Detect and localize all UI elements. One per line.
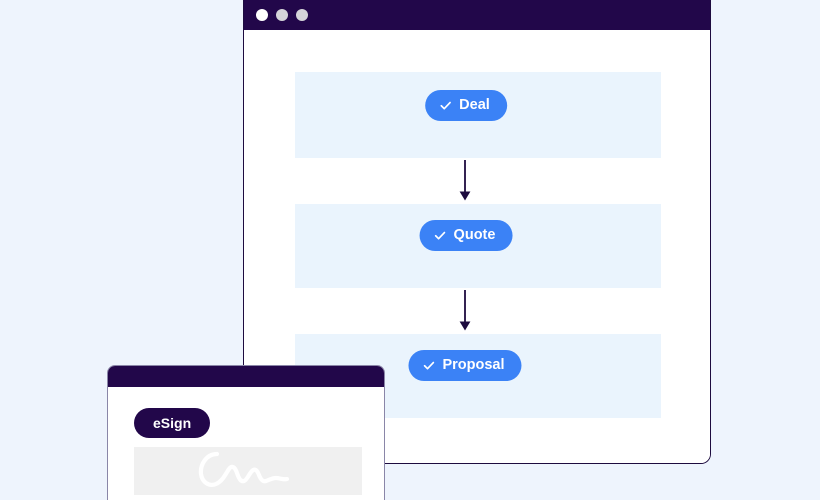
signature-field[interactable] xyxy=(134,447,362,495)
esign-badge[interactable]: eSign xyxy=(134,408,211,438)
pipeline-window-titlebar xyxy=(244,0,710,30)
flow-step-deal-label: Deal xyxy=(459,97,490,113)
window-dot-maximize-icon[interactable] xyxy=(296,9,308,21)
window-dot-minimize-icon[interactable] xyxy=(276,9,288,21)
flow-step-quote[interactable]: Quote xyxy=(419,220,513,251)
arrow-down-icon xyxy=(459,290,471,331)
esign-window-body: eSign xyxy=(108,387,384,500)
arrow-down-icon xyxy=(459,160,471,201)
flow-step-proposal[interactable]: Proposal xyxy=(408,350,522,381)
check-icon xyxy=(423,361,435,370)
flow-step-proposal-label: Proposal xyxy=(442,357,505,373)
esign-window: eSign xyxy=(107,365,385,500)
window-dot-close-icon[interactable] xyxy=(256,9,268,21)
signature-scribble-icon xyxy=(198,451,290,487)
flow-step-quote-label: Quote xyxy=(453,227,496,243)
check-icon xyxy=(434,231,446,240)
esign-window-titlebar xyxy=(108,366,384,387)
check-icon xyxy=(440,101,451,110)
flow-step-deal[interactable]: Deal xyxy=(425,90,507,121)
